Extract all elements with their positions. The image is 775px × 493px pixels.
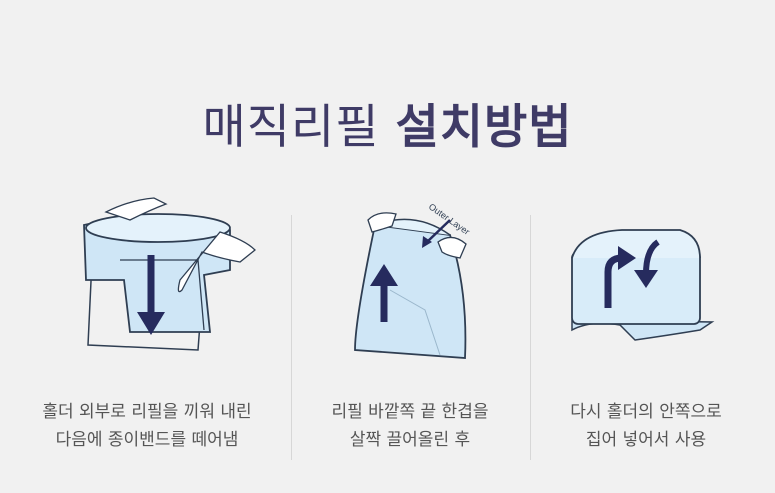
divider-1 (291, 215, 292, 460)
step3-illustration (571, 229, 715, 341)
page-title: 매직리필 설치방법 (0, 88, 775, 157)
step1-line1: 홀더 외부로 리필을 끼워 내린 (42, 402, 252, 422)
right-hand (437, 236, 467, 259)
title-light: 매직리필 (202, 100, 380, 155)
arrow-down-icon (137, 312, 165, 335)
refill-box (571, 251, 701, 325)
divider-2 (530, 215, 531, 460)
right-hand (177, 231, 256, 293)
step1-line2: 다음에 종이밴드를 떼어냄 (55, 430, 239, 450)
refill-rim (85, 213, 231, 243)
step1-caption: 홀더 외부로 리필을 끼워 내린 다음에 종이밴드를 떼어냄 (18, 398, 276, 454)
pointer-line (426, 219, 451, 243)
step2-caption: 리필 바깥쪽 끝 한겹을 살짝 끌어올린 후 (281, 398, 539, 454)
step2-line1: 리필 바깥쪽 끝 한겹을 (331, 402, 489, 422)
step1-illustration (83, 197, 256, 351)
refill-top (571, 229, 701, 259)
step2-line2: 살짝 끌어올린 후 (349, 430, 471, 450)
left-hand (104, 197, 168, 221)
arrow-up-icon (370, 264, 398, 286)
title-bold: 설치방법 (395, 100, 573, 155)
arrow-curve-2-icon (634, 270, 658, 288)
arrow-curve-1-icon (618, 246, 636, 270)
fold-line (389, 289, 441, 356)
step3-line1: 다시 홀더의 안쪽으로 (570, 402, 722, 422)
step3-caption: 다시 홀더의 안쪽으로 집어 넣어서 사용 (517, 398, 775, 454)
refill-bag (354, 223, 467, 359)
step3-line2: 집어 넣어서 사용 (585, 430, 707, 450)
left-hand (367, 212, 397, 233)
pointer-icon (422, 236, 432, 248)
step2-illustration: Outer Layer (354, 201, 472, 359)
